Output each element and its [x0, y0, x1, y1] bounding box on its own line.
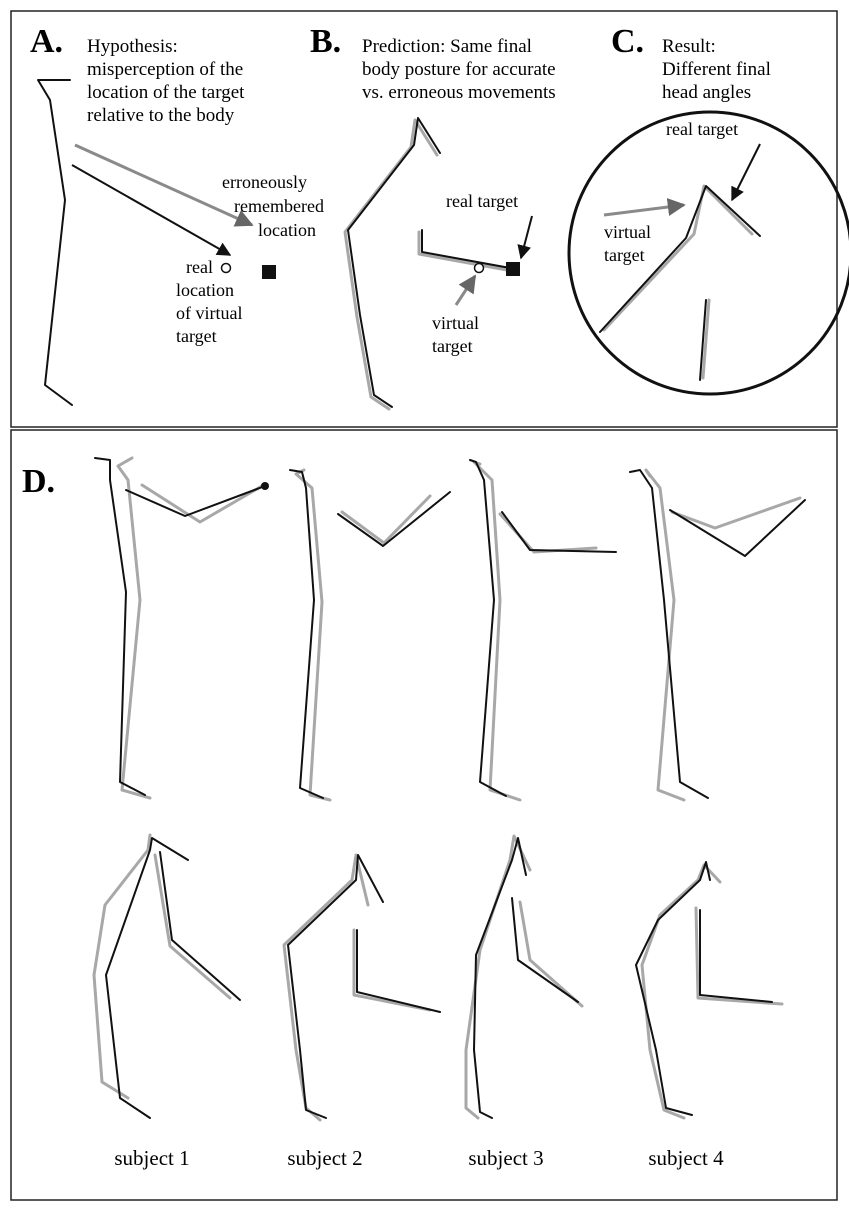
panel-c-label-virtual-1: virtual — [604, 222, 651, 242]
panel-c-caption-2: Different final — [662, 59, 771, 80]
panel-c-label-real-target: real target — [666, 119, 738, 139]
subject-1-upright-body-gray — [118, 458, 150, 798]
subject-1-bent-body-black — [106, 838, 188, 1118]
panel-b-body-gray — [345, 120, 437, 409]
subject-4-bent-arm-black — [700, 910, 772, 1002]
subject-2-upright-figure — [290, 470, 450, 800]
subject-2-upright-body-black — [290, 470, 323, 798]
panel-a-real-target-marker — [262, 265, 276, 279]
subject-3-upright-arm-black — [502, 512, 616, 552]
panel-b-body-black — [348, 118, 440, 407]
panel-b-real-target-marker — [506, 262, 520, 276]
panel-b-caption-1: Prediction: Same final — [362, 36, 532, 57]
subject-2-bent-arm-gray — [354, 930, 430, 1010]
panel-b-virtual-target-marker — [475, 264, 484, 273]
panel-a-letter: A. — [30, 23, 63, 60]
panel-a-label-real-4: target — [176, 326, 217, 346]
subject-3-label: subject 3 — [468, 1146, 543, 1170]
subject-4-upright-figure — [630, 470, 805, 800]
subject-3-upright-figure — [470, 460, 616, 800]
subject-3-upright-body-black — [470, 460, 506, 796]
panel-a-label-remembered-3: location — [258, 220, 316, 240]
panel-c-label-virtual-2: target — [604, 245, 645, 265]
panel-a-caption-3: location of the target — [87, 82, 245, 103]
subject-2-label: subject 2 — [287, 1146, 362, 1170]
subject-4-bent-figure — [636, 862, 782, 1118]
subject-1-bent-arm-gray — [155, 855, 230, 998]
subject-1-upright-arm-gray — [142, 485, 262, 522]
subject-3-upright-arm-gray — [500, 514, 596, 552]
subject-1-label: subject 1 — [114, 1146, 189, 1170]
subject-2-bent-figure — [284, 855, 440, 1120]
panel-a-label-remembered-1: erroneously — [222, 172, 307, 192]
panel-a-virtual-target-marker — [222, 264, 231, 273]
subject-1-bent-figure — [94, 835, 240, 1118]
subject-4-upright-body-black — [630, 470, 708, 798]
subject-3-bent-figure — [466, 836, 582, 1118]
panel-b-letter: B. — [310, 23, 341, 60]
subject-4-bent-body-gray — [642, 865, 720, 1118]
subject-2-bent-arm-black — [357, 930, 440, 1012]
panel-c-caption-1: Result: — [662, 36, 716, 57]
subject-1-upright-arm-black — [126, 486, 265, 516]
panel-a: A. Hypothesis: misperception of the loca… — [30, 23, 324, 405]
subject-1-target-dot — [261, 482, 269, 490]
panel-c: C. Result: Different final head angles r… — [569, 23, 849, 394]
panel-a-label-real-1: real — [186, 257, 213, 277]
panel-b-label-real-target: real target — [446, 191, 518, 211]
panel-b-caption-2: body posture for accurate — [362, 59, 556, 80]
panel-d: D. — [22, 458, 805, 1170]
subject-4-upright-body-gray — [646, 470, 684, 800]
panel-b-label-virtual-1: virtual — [432, 313, 479, 333]
panel-b-virtual-target-arrow — [456, 276, 475, 305]
subject-1-bent-arm-black — [160, 852, 240, 1000]
panel-a-caption-4: relative to the body — [87, 105, 235, 126]
panel-b: B. Prediction: Same final body posture f… — [310, 23, 556, 409]
panel-b-caption-3: vs. erroneous movements — [362, 82, 556, 103]
panel-d-letter: D. — [22, 463, 55, 500]
subject-4-bent-arm-gray — [696, 908, 782, 1004]
panel-a-caption-1: Hypothesis: — [87, 36, 178, 57]
subject-3-upright-body-gray — [474, 462, 520, 800]
panel-a-label-real-3: of virtual — [176, 303, 242, 323]
panel-b-real-target-arrow — [521, 216, 532, 258]
subject-2-upright-body-gray — [296, 470, 330, 800]
panel-c-caption-3: head angles — [662, 82, 751, 103]
panel-a-label-real-2: location — [176, 280, 234, 300]
subject-1-upright-figure — [95, 458, 269, 798]
subject-4-label: subject 4 — [648, 1146, 724, 1170]
subject-4-upright-arm-black — [670, 500, 805, 556]
panel-a-body-outline — [38, 80, 72, 405]
subject-3-bent-arm-gray — [520, 902, 582, 1006]
panel-a-label-remembered-2: remembered — [234, 196, 324, 216]
panel-c-real-target-arrow — [732, 144, 760, 200]
panel-a-caption-2: misperception of the — [87, 59, 243, 80]
subject-2-upright-arm-black — [338, 492, 450, 546]
subject-3-bent-body-black — [474, 838, 526, 1118]
panel-c-virtual-target-arrow — [604, 205, 684, 215]
panel-b-label-virtual-2: target — [432, 336, 473, 356]
panel-c-letter: C. — [611, 23, 644, 60]
